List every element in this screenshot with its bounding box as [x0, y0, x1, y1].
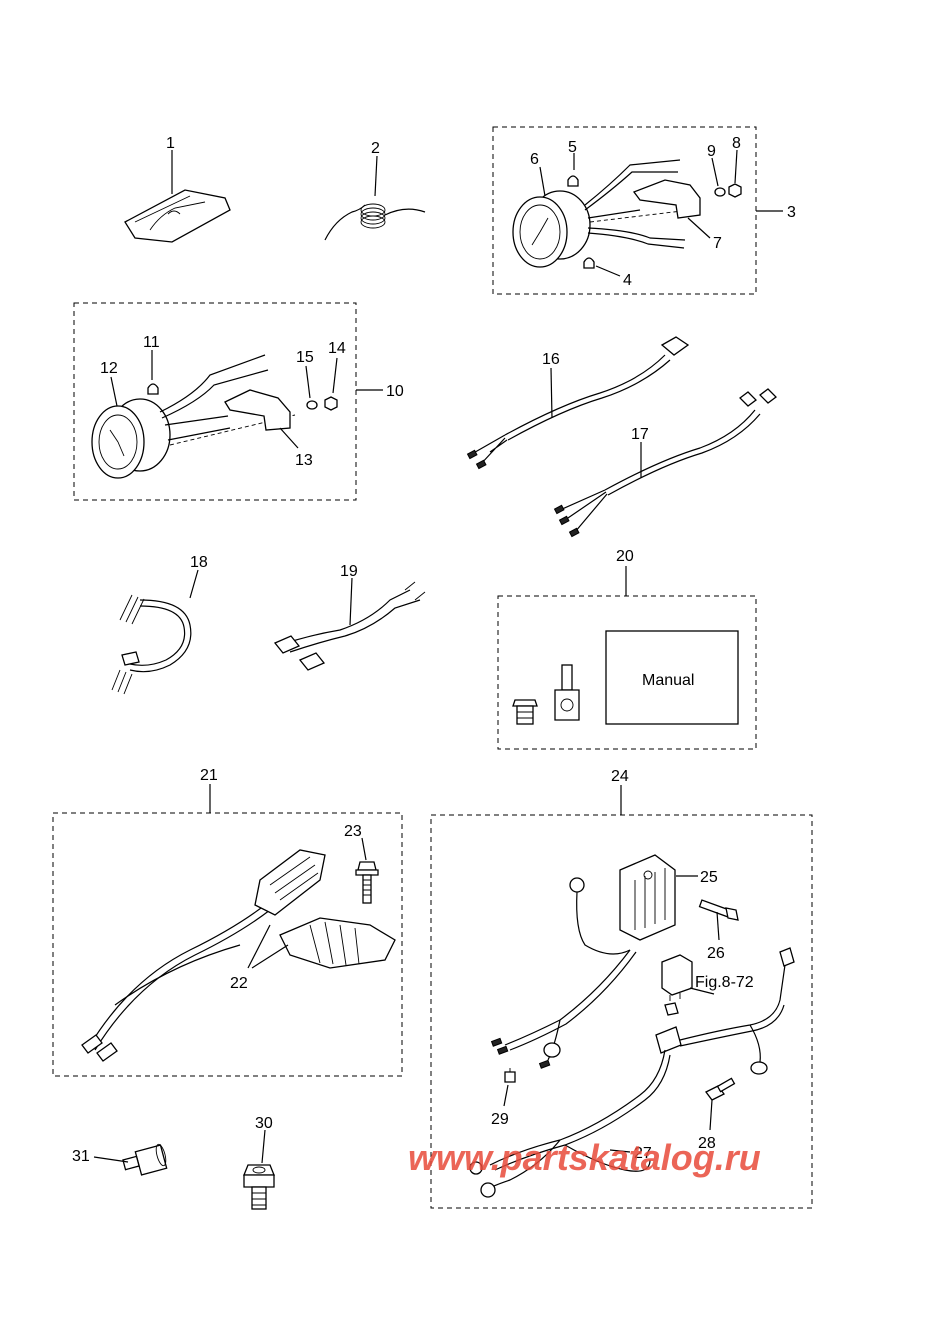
callout-21: 21: [200, 767, 218, 784]
callout-11: 11: [143, 334, 160, 351]
callout-28: 28: [698, 1135, 716, 1152]
callout-2: 2: [371, 140, 380, 157]
callout-7: 7: [713, 235, 722, 252]
part-15-washer: [306, 400, 318, 410]
callout-6: 6: [530, 151, 539, 168]
group-20-box: [497, 595, 757, 750]
callout-15: 15: [296, 349, 314, 366]
part-29-terminal: [504, 1068, 516, 1083]
callout-8: 8: [732, 135, 741, 152]
fig-reference: Fig.8-72: [695, 974, 754, 991]
callout-10: 10: [386, 383, 404, 400]
group-10-box: [73, 302, 357, 501]
callout-19: 19: [340, 563, 358, 580]
part-17-harness: [553, 388, 777, 538]
part-1-pouch: [124, 189, 231, 243]
callout-27: 27: [634, 1145, 652, 1162]
part-18-harness: [111, 594, 192, 695]
callout-3: 3: [787, 204, 796, 221]
callout-18: 18: [190, 554, 208, 571]
part-9-washer: [714, 187, 726, 197]
manual-book: [605, 630, 739, 725]
watermark: www.partskatalog.ru: [408, 1137, 761, 1178]
callout-23: 23: [344, 823, 362, 840]
callout-16: 16: [542, 351, 560, 368]
callout-26: 26: [707, 945, 725, 962]
callout-9: 9: [707, 143, 716, 160]
part-14-nut: [324, 396, 338, 411]
part-19-harness: [273, 581, 426, 671]
callout-5: 5: [568, 139, 577, 156]
part-20-plug: [512, 699, 538, 725]
part-31-spacer: [122, 1143, 168, 1176]
part-20-valve: [554, 664, 580, 721]
callout-24: 24: [611, 768, 629, 785]
callout-20: 20: [616, 548, 634, 565]
part-16-harness: [466, 336, 690, 470]
part-8-nut: [728, 183, 742, 198]
callout-14: 14: [328, 340, 346, 357]
manual-label: Manual: [642, 672, 694, 689]
callout-22: 22: [230, 975, 248, 992]
callout-31: 31: [72, 1148, 90, 1165]
callout-1: 1: [166, 135, 175, 152]
callout-13: 13: [295, 452, 313, 469]
part-4-bulb: [583, 257, 595, 269]
callout-30: 30: [255, 1115, 273, 1132]
part-26-bolt: [698, 899, 739, 921]
part-13-bracket: [224, 389, 291, 431]
part-27-harness: [469, 947, 795, 1198]
part-25-regulator: [490, 854, 676, 1069]
part-5-bulb: [567, 175, 579, 187]
relay: [661, 954, 693, 1001]
callout-12: 12: [100, 360, 118, 377]
part-22-coils: [81, 849, 396, 1062]
part-30-fitting: [243, 1164, 275, 1210]
callout-25: 25: [700, 869, 718, 886]
part-6-gauge: [512, 159, 691, 268]
callout-29: 29: [491, 1111, 509, 1128]
part-12-gauge: [91, 354, 296, 479]
callout-4: 4: [623, 272, 632, 289]
part-28-bolt: [705, 1077, 736, 1101]
callout-17: 17: [631, 426, 649, 443]
part-23-bolt: [355, 861, 379, 904]
group-21-box: [52, 812, 403, 1077]
part-2-spring: [324, 203, 426, 241]
part-11-bulb: [147, 383, 159, 395]
part-7-bracket: [632, 179, 701, 219]
